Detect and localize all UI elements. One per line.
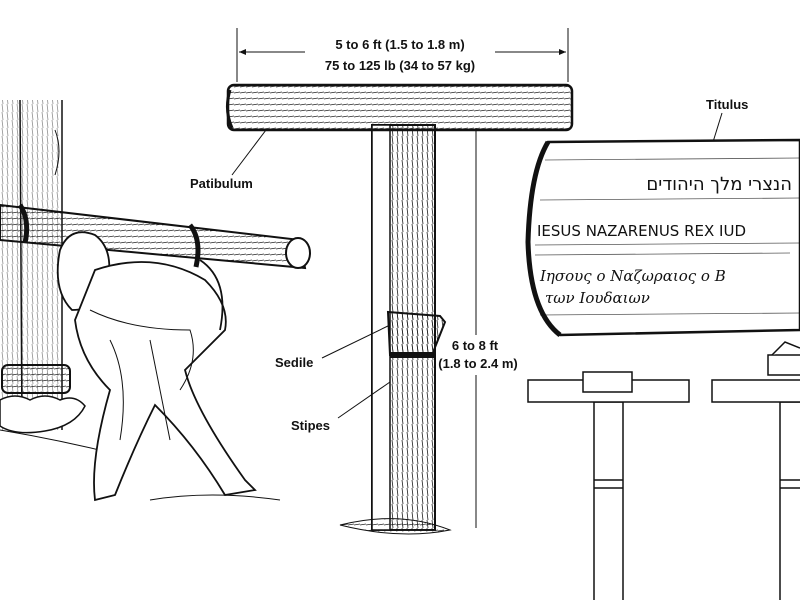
height-dimension: 6 to 8 ft (1.8 to 2.4 m) — [438, 128, 518, 528]
titulus-greek-line2: των Ιουδαιων — [545, 289, 650, 307]
height-metric-label: (1.8 to 2.4 m) — [438, 356, 517, 371]
width-label: 5 to 6 ft (1.5 to 1.8 m) — [335, 37, 464, 52]
figure-carrying-patibulum — [0, 99, 311, 502]
titulus-label: Titulus — [706, 97, 748, 112]
patibulum-label: Patibulum — [190, 176, 253, 191]
sedile — [386, 310, 447, 356]
stipes-label: Stipes — [291, 418, 330, 433]
callouts: Patibulum Sedile Stipes Titulus — [190, 97, 748, 433]
pillar — [0, 99, 281, 501]
weight-label: 75 to 125 lb (34 to 57 kg) — [325, 58, 475, 73]
titulus-hebrew: הנצרי מלך היהודים — [646, 174, 792, 195]
cross-type-diagram-1 — [527, 371, 690, 600]
titulus-greek-line1: Iησους ο Ναζωραιος ο Β — [539, 267, 726, 285]
height-label: 6 to 8 ft — [452, 338, 499, 353]
titulus-latin: IESUS NAZARENUS REX IUD — [537, 222, 746, 240]
titulus-sign: הנצרי מלך היהודים IESUS NAZARENUS REX IU… — [525, 138, 800, 337]
cross — [225, 83, 574, 535]
patibulum — [226, 83, 574, 132]
cross-type-diagram-2 — [711, 341, 800, 600]
man-figure — [56, 231, 257, 502]
width-dimension: 5 to 6 ft (1.5 to 1.8 m) 75 to 125 lb (3… — [236, 28, 569, 82]
carried-beam — [0, 203, 311, 270]
sedile-label: Sedile — [275, 355, 313, 370]
